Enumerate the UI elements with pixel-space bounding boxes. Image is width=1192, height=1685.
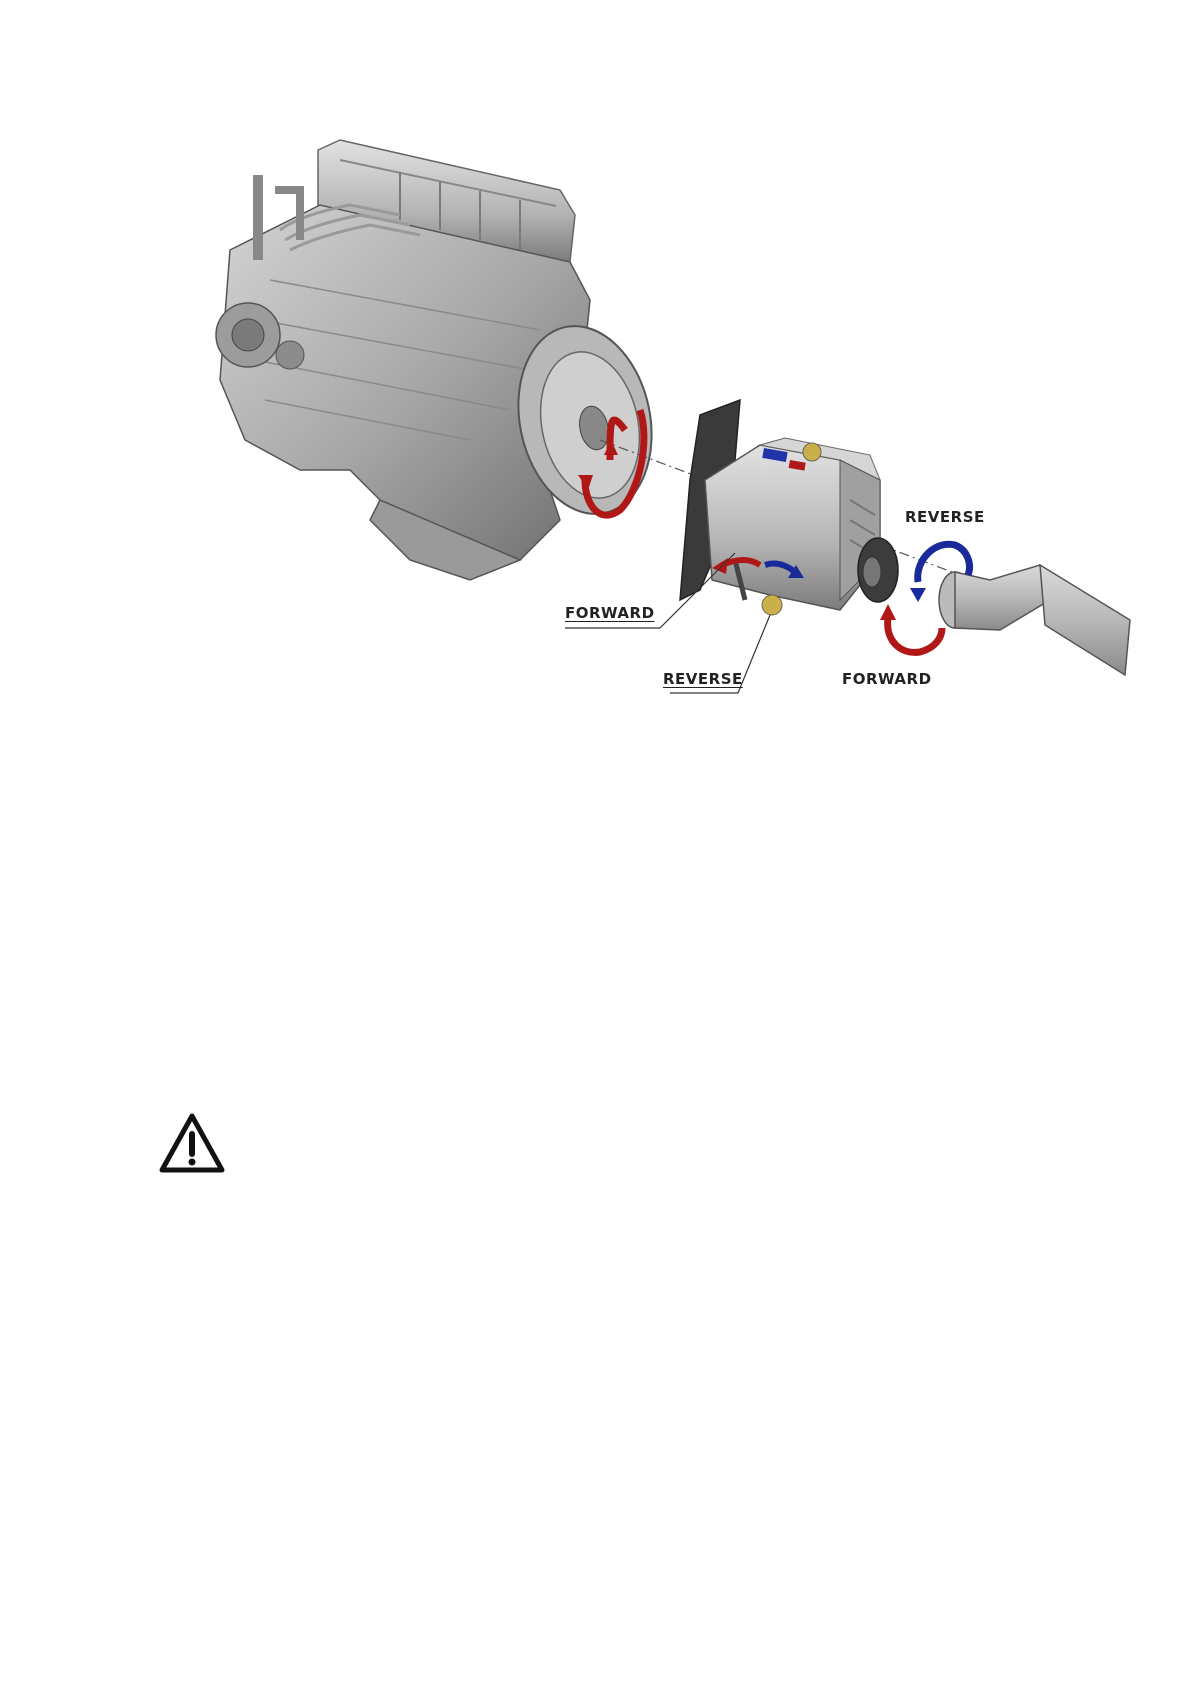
engine-gearbox-illustration: FORWARD REVERSE REVERSE FORWARD bbox=[0, 0, 1192, 720]
gearbox bbox=[705, 438, 898, 615]
gearbox-forward-label: FORWARD bbox=[565, 604, 655, 622]
warning-triangle-icon bbox=[158, 1112, 226, 1174]
shaft-forward-label: FORWARD bbox=[842, 670, 932, 688]
gearbox-reverse-label: REVERSE bbox=[663, 670, 743, 688]
shaft-reverse-label: REVERSE bbox=[905, 508, 985, 526]
shaft-forward-arrow bbox=[880, 604, 942, 652]
propeller-shaft bbox=[939, 565, 1130, 675]
